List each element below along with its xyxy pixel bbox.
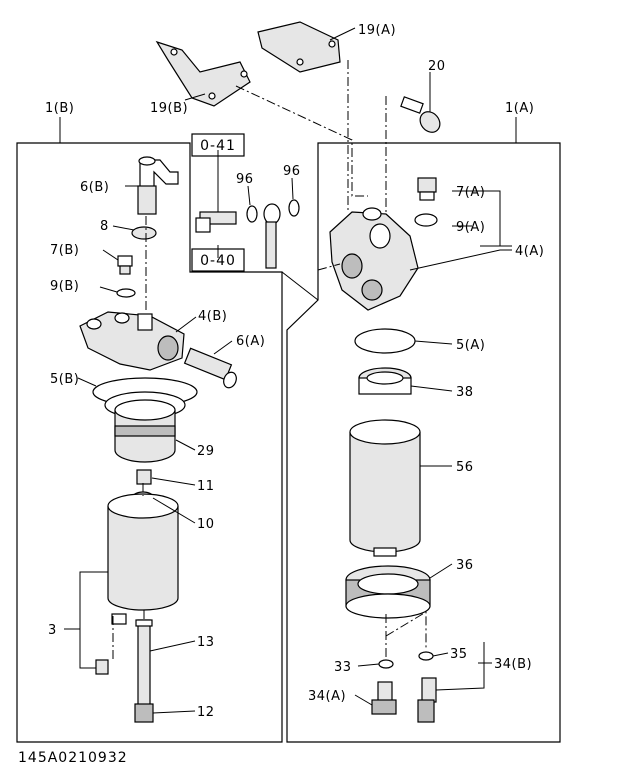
banjo-bolt-0-41 xyxy=(195,211,237,233)
callout-29: 29 xyxy=(197,444,215,459)
callout-96-a: 96 xyxy=(236,172,254,187)
callout-56: 56 xyxy=(456,460,474,475)
callout-9b: 9(B) xyxy=(50,279,79,294)
callout-8: 8 xyxy=(100,219,109,234)
bracket-19b xyxy=(155,40,251,107)
callout-9a: 9(A) xyxy=(456,220,485,235)
callout-12: 12 xyxy=(197,705,215,720)
callout-6b: 6(B) xyxy=(80,180,109,195)
plug-11 xyxy=(136,469,152,485)
callout-19b: 19(B) xyxy=(150,101,188,116)
washer-96-a xyxy=(246,205,258,223)
cap-ring-36 xyxy=(345,565,431,619)
bolt-7b xyxy=(117,255,133,275)
callout-7b: 7(B) xyxy=(50,243,79,258)
code-0-41: 0-41 xyxy=(200,138,236,154)
callout-4a: 4(A) xyxy=(515,244,544,259)
callout-34b: 34(B) xyxy=(494,657,532,672)
box-0-40 xyxy=(191,248,245,272)
callout-33: 33 xyxy=(334,660,352,675)
sensor-34b xyxy=(417,677,437,723)
callout-35: 35 xyxy=(450,647,468,662)
tube-13 xyxy=(135,619,153,715)
callout-11: 11 xyxy=(197,479,215,494)
bracket-19a xyxy=(257,21,341,73)
group-label-left: 1(B) xyxy=(45,101,74,116)
callout-19a: 19(A) xyxy=(358,23,396,38)
element-29 xyxy=(104,391,186,463)
drain-bolt xyxy=(95,659,109,675)
code-0-40: 0-40 xyxy=(200,253,236,269)
bolt-7a xyxy=(417,177,437,201)
o-ring-33 xyxy=(378,659,394,669)
callout-4b: 4(B) xyxy=(198,309,227,324)
callout-96-b: 96 xyxy=(283,164,301,179)
o-ring-35 xyxy=(418,651,434,661)
callout-6a: 6(A) xyxy=(236,334,265,349)
callout-34a: 34(A) xyxy=(308,689,346,704)
hose-0-40 xyxy=(263,203,281,269)
washer-9b xyxy=(116,288,136,298)
hose-fitting-6a xyxy=(183,347,237,389)
o-ring-5a xyxy=(354,328,416,354)
drain-plug-34a xyxy=(371,681,397,715)
callout-3: 3 xyxy=(48,623,57,638)
washer-8 xyxy=(131,226,157,240)
callout-7a: 7(A) xyxy=(456,185,485,200)
fitting-12 xyxy=(134,703,154,723)
leader-lines xyxy=(59,27,517,714)
group-label-right: 1(A) xyxy=(505,101,534,116)
alignment-lines xyxy=(112,60,427,660)
filter-head-4b xyxy=(79,311,185,371)
drawing-code: 145A0210932 xyxy=(18,750,128,766)
box-0-41 xyxy=(191,133,245,157)
elbow-fitting-6b xyxy=(137,156,179,215)
washer-96-b xyxy=(288,199,300,217)
washer-9a xyxy=(414,213,438,227)
callout-20: 20 xyxy=(428,59,446,74)
callout-5a: 5(A) xyxy=(456,338,485,353)
callout-10: 10 xyxy=(197,517,215,532)
bolt-20 xyxy=(400,96,441,133)
ring-38 xyxy=(358,367,412,395)
callout-38: 38 xyxy=(456,385,474,400)
filter-bowl-3 xyxy=(107,493,179,625)
callout-5b: 5(B) xyxy=(50,372,79,387)
filter-head-4a xyxy=(329,207,419,311)
element-56 xyxy=(349,419,421,557)
callout-36: 36 xyxy=(456,558,474,573)
callout-13: 13 xyxy=(197,635,215,650)
